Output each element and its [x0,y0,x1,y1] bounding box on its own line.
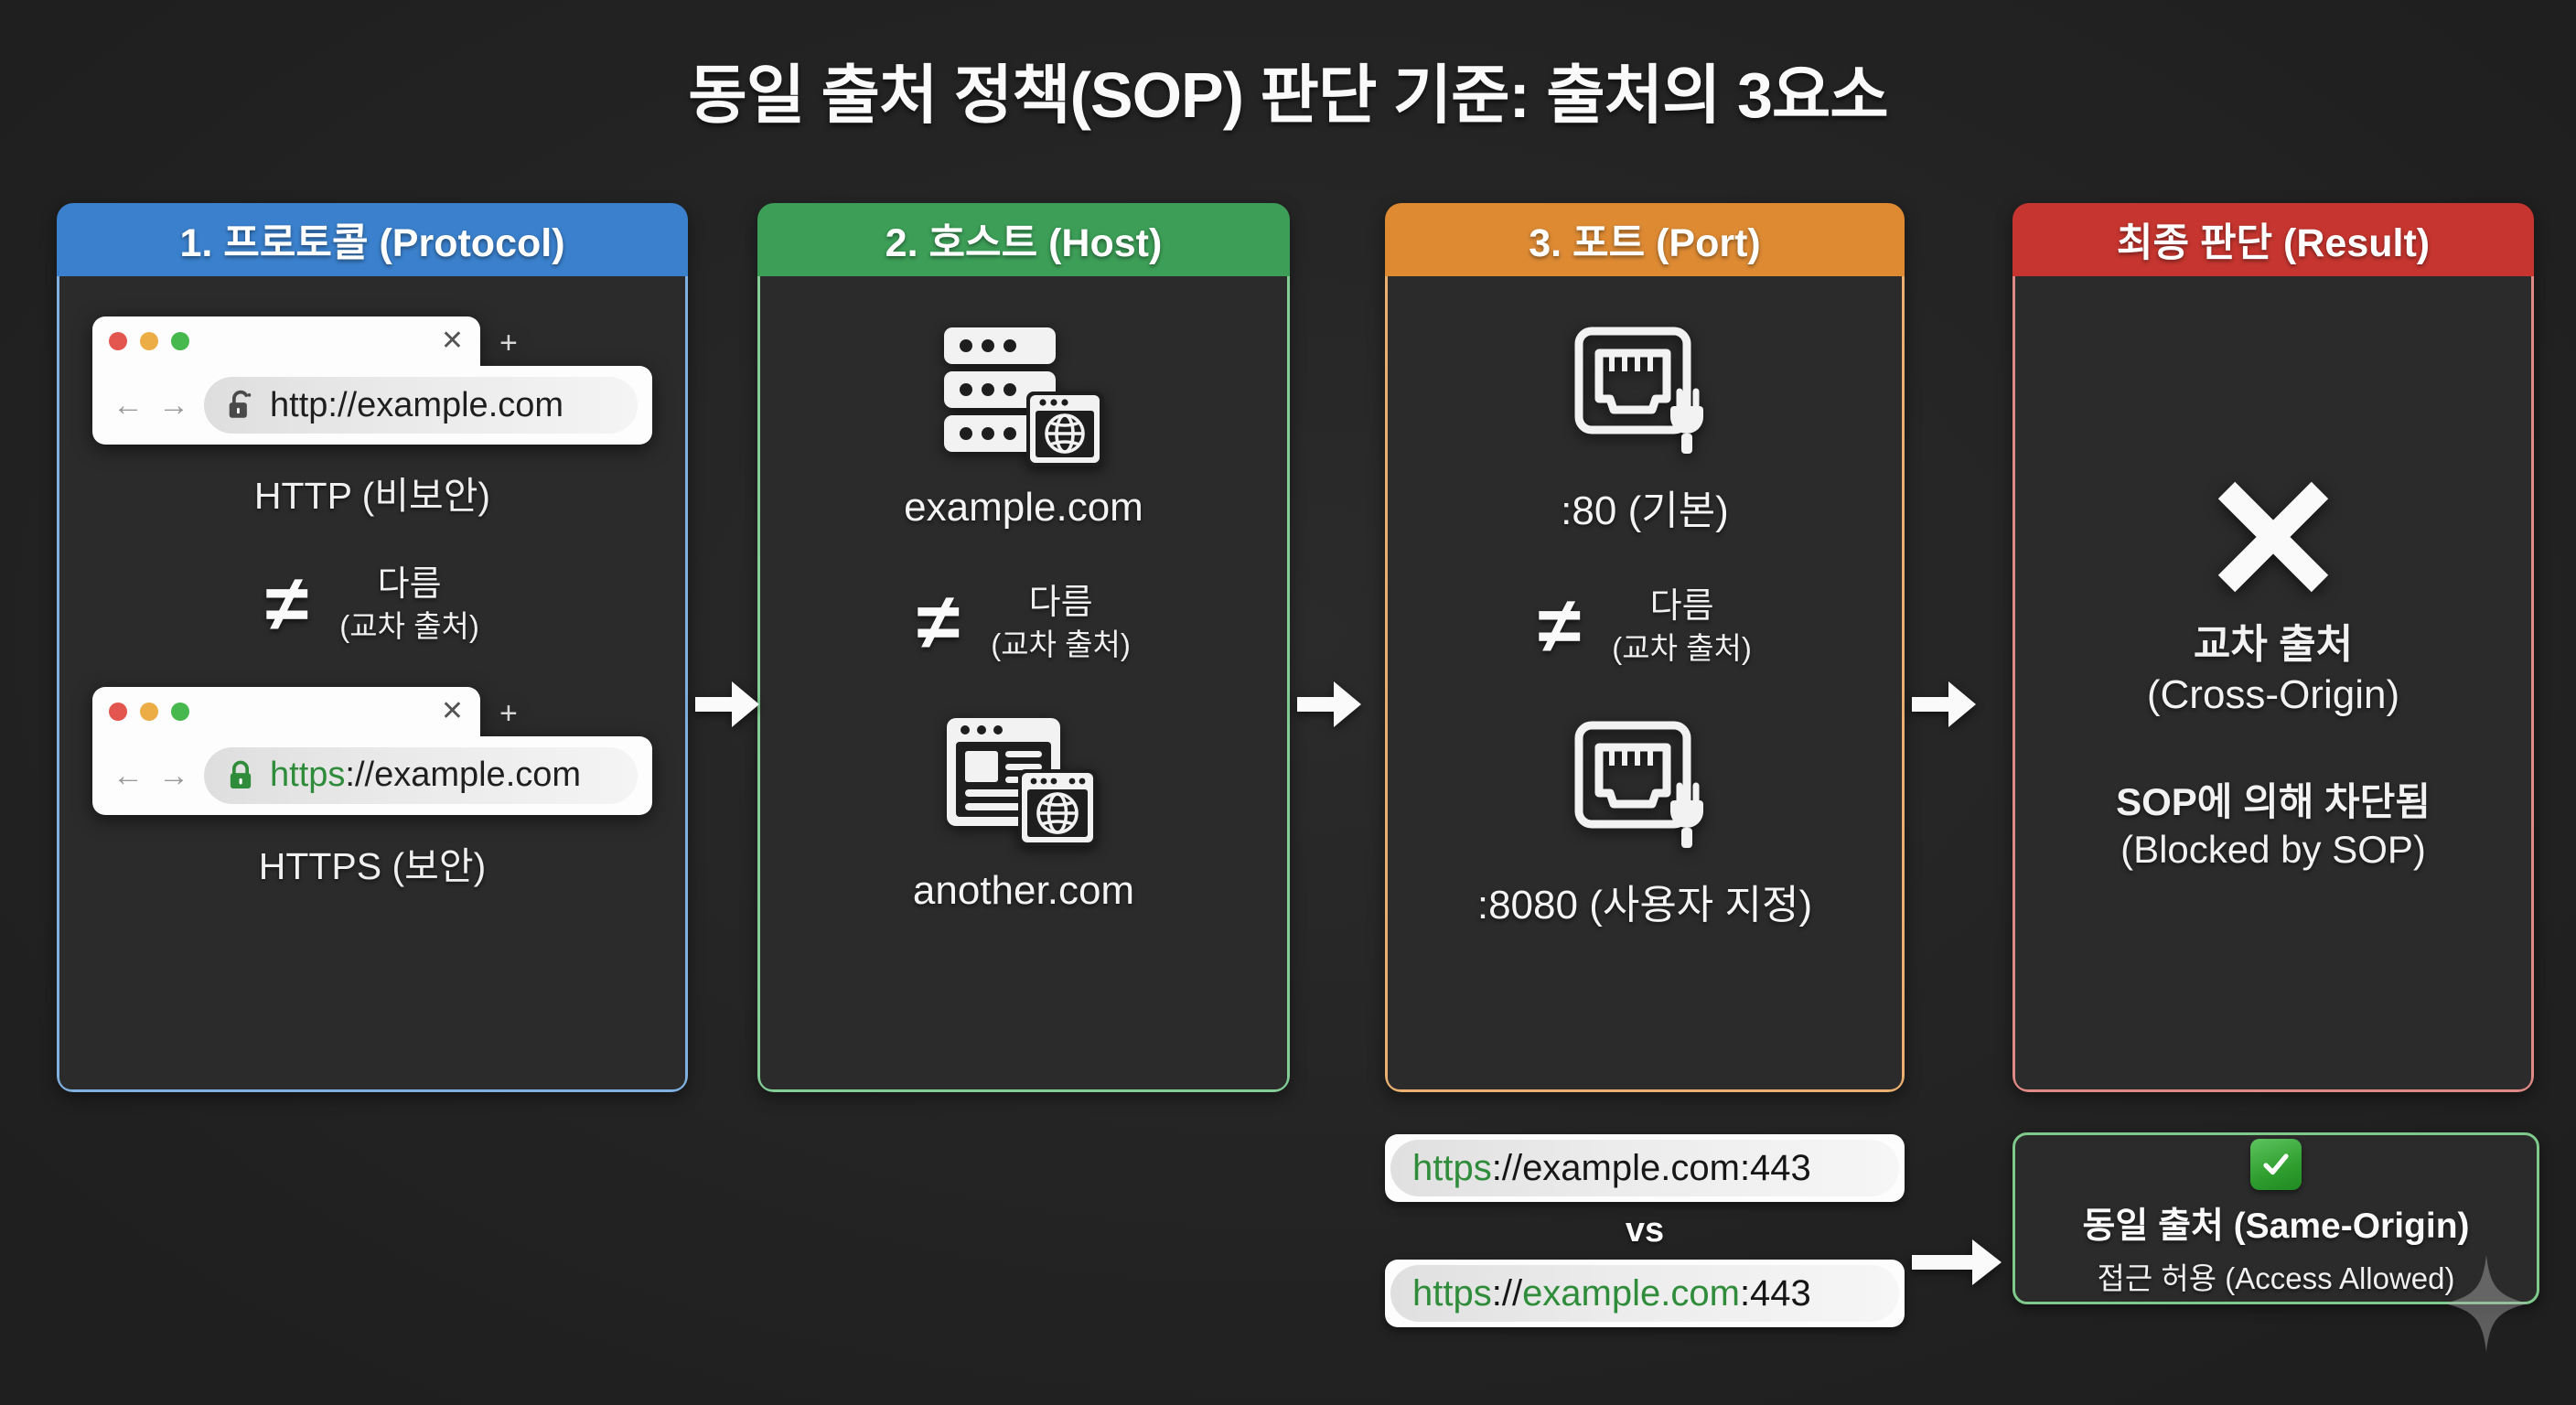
not-equal-sign-protocol: ≠ [265,560,309,649]
arrow-protocol-to-host [695,672,761,741]
traffic-light-maximize-icon[interactable] [171,702,189,721]
card-result: 최종 판단 (Result) 교차 출처 (Cross-Origin) SOP에… [2012,203,2534,1092]
card-host: 2. 호스트 (Host) [757,203,1290,1092]
port-compare-line1: 다름 [1649,587,1714,626]
browser-urlbar-row: ← → https://example.com [92,735,652,815]
address-bar-https[interactable]: https://example.com [204,746,638,804]
traffic-light-maximize-icon[interactable] [171,332,189,350]
url-rest-https: ://example.com [345,756,582,795]
browser-tabbar: ✕ + [92,686,518,736]
arrow-port-to-result [1912,672,1978,741]
browser-mockup-http: ✕ + ← → http://example.com [92,316,652,445]
url-pill-bottom: https://example.com:443 [1385,1260,1905,1327]
new-tab-icon[interactable]: + [499,695,518,731]
url-pill-bottom-text: https://example.com:443 [1390,1265,1899,1322]
pill-bottom-host: example.com [1522,1272,1740,1314]
browser-urlbar-row: ← → http://example.com [92,366,652,445]
card-host-header: 2. 호스트 (Host) [757,203,1290,276]
webpage-window-with-globe-icon [941,714,1106,853]
protocol-top-caption: HTTP (비보안) [253,475,491,517]
url-rest-http: ://example.com [327,385,564,424]
browser-tabbar: ✕ + [92,316,518,366]
pill-top-port: :443 [1739,1147,1811,1188]
url-comparison-block: https://example.com:443 vs https://examp… [1385,1134,1905,1327]
url-scheme-https: https [270,756,346,795]
host-compare-line1: 다름 [1028,584,1093,622]
host-bottom-caption: another.com [912,867,1135,913]
card-port-header: 3. 포트 (Port) [1385,203,1905,276]
traffic-light-close-icon[interactable] [109,702,127,721]
card-protocol: 1. 프로토콜 (Protocol) ✕ + ← → [57,203,688,1092]
url-scheme-http: http [270,385,328,424]
forward-arrow-icon[interactable]: → [158,388,189,423]
protocol-bottom-caption: HTTPS (보안) [258,844,487,887]
arrow-host-to-port [1297,672,1363,741]
port-compare-line2: (교차 출처) [1612,630,1752,665]
ethernet-port-plug-icon [1572,326,1718,463]
same-origin-line2: 접근 허용 (Access Allowed) [2097,1261,2455,1295]
url-pill-top-text: https://example.com:443 [1390,1140,1899,1196]
card-protocol-header: 1. 프로토콜 (Protocol) [57,203,688,276]
vs-label: vs [1625,1211,1665,1249]
result-verdict-ko: 교차 출처 [2193,621,2354,667]
address-bar-http[interactable]: http://example.com [204,377,638,434]
result-verdict-en: (Cross-Origin) [2146,671,2400,717]
host-top-caption: example.com [904,485,1143,530]
new-tab-icon[interactable]: + [499,326,518,360]
pill-bottom-separator: :// [1491,1272,1523,1314]
not-equal-sign-host: ≠ [917,578,961,667]
same-origin-result-box: 동일 출처 (Same-Origin) 접근 허용 (Access Allowe… [2012,1132,2539,1304]
unlocked-lock-icon [224,387,257,424]
result-detail-en: (Blocked by SOP) [2120,828,2426,871]
cross-mark-icon [2210,474,2336,605]
result-detail-ko: SOP에 의해 차단됨 [2116,779,2431,823]
back-arrow-icon[interactable]: ← [113,388,144,423]
host-compare-line2: (교차 출처) [991,627,1131,661]
result-verdict: 교차 출처 (Cross-Origin) [2147,619,2399,720]
forward-arrow-icon[interactable]: → [158,757,189,793]
protocol-compare-line1: 다름 [377,565,442,604]
traffic-light-close-icon[interactable] [109,332,127,350]
close-tab-icon[interactable]: ✕ [440,695,464,726]
locked-lock-icon [224,757,257,794]
same-origin-line1: 동일 출처 (Same-Origin) [2082,1207,2470,1246]
protocol-compare-line2: (교차 출처) [339,608,479,643]
pill-bottom-port: :443 [1739,1272,1811,1314]
host-compare-text: 다름 (교차 출처) [991,582,1131,663]
card-result-header: 최종 판단 (Result) [2012,203,2534,276]
arrow-compare-to-same-origin [1912,1230,2003,1299]
protocol-compare-block: ≠ 다름 (교차 출처) [265,563,479,645]
result-detail: SOP에 의해 차단됨 (Blocked by SOP) [2116,778,2431,874]
port-compare-block: ≠ 다름 (교차 출처) [1538,585,1752,667]
close-tab-icon[interactable]: ✕ [440,326,464,356]
back-arrow-icon[interactable]: ← [113,757,144,793]
page-title: 동일 출처 정책(SOP) 판단 기준: 출처의 3요소 [688,59,1888,131]
url-pill-top: https://example.com:443 [1385,1134,1905,1202]
pill-top-separator: :// [1491,1147,1523,1188]
port-compare-text: 다름 (교차 출처) [1612,585,1752,667]
protocol-compare-text: 다름 (교차 출처) [339,563,479,645]
traffic-light-minimize-icon[interactable] [140,332,158,350]
traffic-light-minimize-icon[interactable] [140,702,158,721]
card-port: 3. 포트 (Port) :80 (기본) ≠ 다름 [1385,203,1905,1092]
pill-top-scheme: https [1412,1147,1492,1188]
not-equal-sign-port: ≠ [1538,582,1582,670]
pill-bottom-scheme: https [1412,1272,1492,1314]
browser-mockup-https: ✕ + ← → https://example.com [92,686,652,815]
host-compare-block: ≠ 다름 (교차 출처) [917,582,1131,663]
port-top-caption: :80 (기본) [1561,488,1729,533]
green-check-mark-icon [2250,1139,2302,1190]
pill-top-host: example.com [1522,1147,1740,1188]
ethernet-port-plug-icon [1572,720,1718,857]
server-stack-with-globe-icon [937,324,1111,470]
port-bottom-caption: :8080 (사용자 지정) [1476,882,1813,928]
